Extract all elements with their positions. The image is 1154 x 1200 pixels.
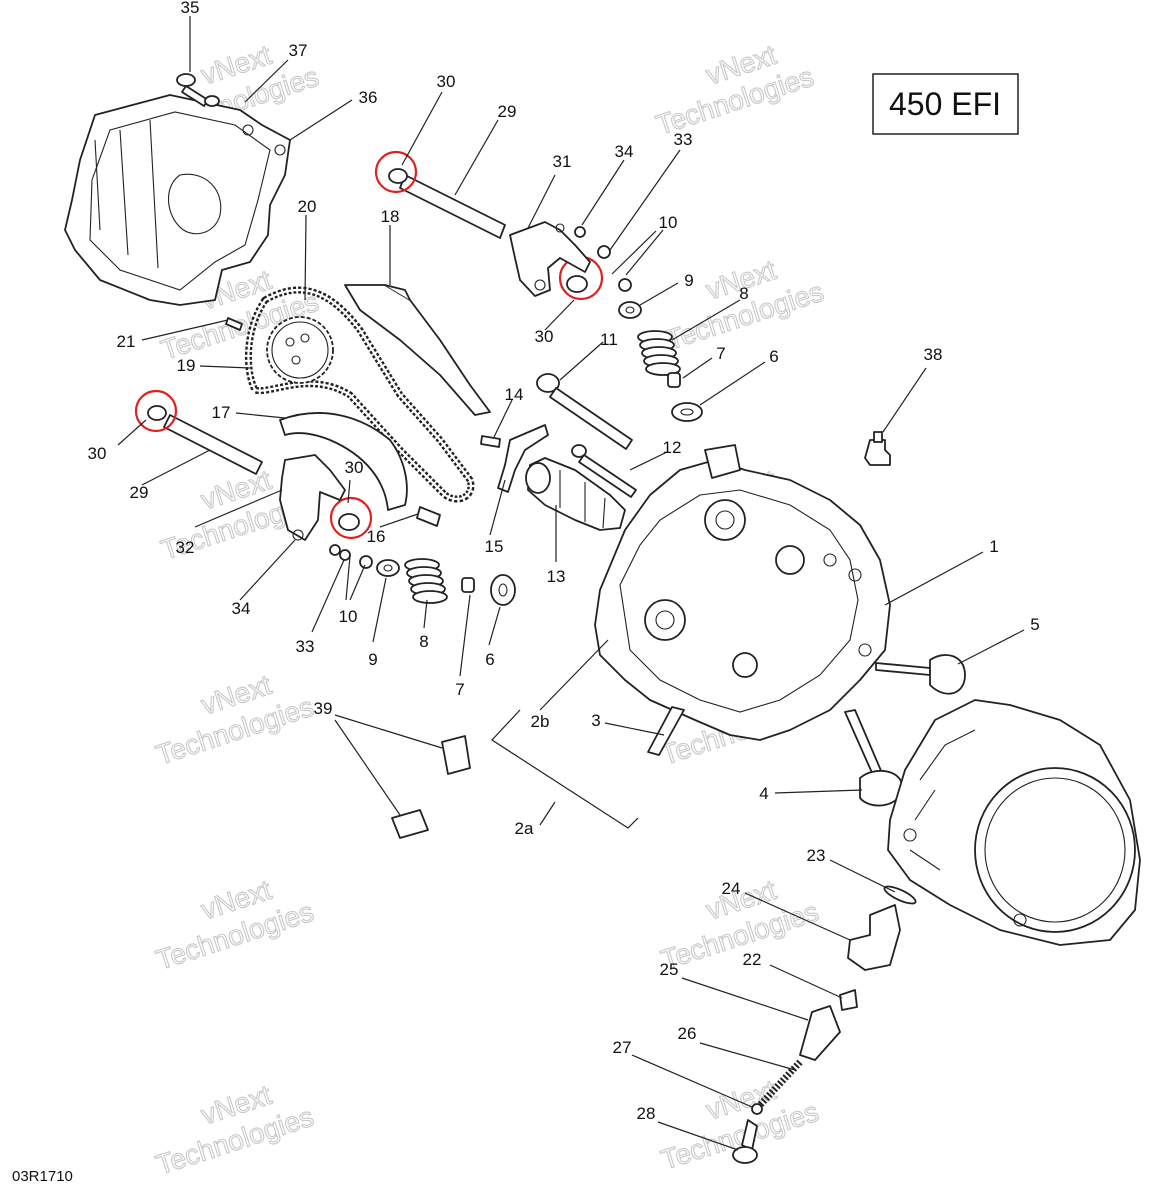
callout: 29 bbox=[498, 102, 517, 121]
plug-22 bbox=[839, 989, 858, 1011]
callout: 35 bbox=[181, 0, 200, 17]
callout: 6 bbox=[769, 347, 778, 366]
plunger-25 bbox=[799, 1005, 841, 1061]
bolt-16 bbox=[416, 506, 441, 527]
washer-30 bbox=[147, 168, 588, 531]
bolt-28 bbox=[732, 1119, 758, 1164]
bolt-11 bbox=[536, 373, 633, 450]
callout: 25 bbox=[660, 960, 679, 979]
callout: 16 bbox=[367, 527, 386, 546]
callout: 15 bbox=[485, 537, 504, 556]
callout: 11 bbox=[600, 330, 618, 349]
callout: 6 bbox=[485, 650, 494, 669]
pin-14 bbox=[480, 435, 501, 448]
callout: 33 bbox=[296, 637, 315, 656]
callout: 10 bbox=[339, 607, 358, 626]
cover-bolt bbox=[176, 73, 220, 107]
callout: 37 bbox=[289, 41, 308, 60]
callout: 3 bbox=[591, 711, 600, 730]
callout: 30 bbox=[535, 327, 554, 346]
callout: 30 bbox=[88, 444, 107, 463]
leader-lines bbox=[117, 16, 1025, 1151]
callout: 20 bbox=[298, 197, 317, 216]
dowel-39 bbox=[391, 735, 471, 839]
valve-intake bbox=[844, 709, 903, 807]
callout: 31 bbox=[553, 152, 572, 171]
callout: 39 bbox=[314, 699, 333, 718]
callout: 30 bbox=[345, 458, 364, 477]
callout-labels: 35 37 36 30 29 31 34 33 10 9 8 7 6 20 18… bbox=[88, 0, 1040, 1123]
callout: 19 bbox=[177, 356, 196, 375]
callout: 22 bbox=[743, 950, 762, 969]
model-title-text: 450 EFI bbox=[889, 86, 1001, 122]
tensioner-body-24 bbox=[847, 904, 901, 971]
callout: 28 bbox=[637, 1104, 656, 1123]
bolt-21 bbox=[225, 317, 243, 331]
callout: 24 bbox=[722, 879, 741, 898]
callout: 21 bbox=[117, 332, 136, 351]
spring-seat bbox=[490, 402, 703, 606]
callout: 38 bbox=[924, 345, 943, 364]
callout: 18 bbox=[381, 207, 400, 226]
timing-chain bbox=[244, 286, 475, 503]
bolt-12 bbox=[571, 444, 637, 498]
callout: 2b bbox=[531, 712, 550, 731]
rocker-arm-lower bbox=[279, 454, 346, 541]
callout: 8 bbox=[739, 284, 748, 303]
callout: 32 bbox=[176, 538, 195, 557]
tensioner-guide bbox=[279, 412, 408, 511]
figure-code: 03R1710 bbox=[12, 1168, 73, 1185]
callout: 23 bbox=[807, 846, 826, 865]
dowel-3 bbox=[647, 706, 685, 756]
callout: 8 bbox=[419, 632, 428, 651]
cylinder-block bbox=[887, 699, 1141, 946]
callout: 17 bbox=[212, 403, 231, 422]
rocker-shaft-lower bbox=[163, 414, 263, 475]
callout: 34 bbox=[615, 142, 634, 161]
callout: 13 bbox=[547, 567, 566, 586]
valve-retainer bbox=[376, 301, 642, 577]
callout: 7 bbox=[455, 680, 464, 699]
callout: 4 bbox=[759, 784, 768, 803]
callout: 27 bbox=[613, 1038, 632, 1057]
callout: 30 bbox=[437, 72, 456, 91]
callout: 5 bbox=[1030, 615, 1039, 634]
callout: 7 bbox=[716, 344, 725, 363]
valve-exhaust bbox=[875, 654, 966, 695]
callout: 34 bbox=[232, 599, 251, 618]
callout: 9 bbox=[368, 650, 377, 669]
gasket-27 bbox=[751, 1103, 763, 1115]
valve-spring-lower bbox=[404, 558, 448, 604]
rocker-shaft-upper bbox=[399, 174, 506, 239]
callout: 29 bbox=[130, 483, 149, 502]
decompressor-plate bbox=[497, 424, 549, 493]
callout: 10 bbox=[659, 213, 678, 232]
callout: 36 bbox=[359, 88, 378, 107]
adjuster-nuts bbox=[329, 226, 632, 569]
callout: 9 bbox=[684, 271, 693, 290]
camshaft bbox=[525, 457, 626, 531]
valve-spring-upper bbox=[637, 330, 681, 376]
valve-seal bbox=[461, 372, 681, 593]
assembly-bracket-2a bbox=[491, 709, 639, 829]
callout: 1 bbox=[989, 537, 998, 556]
cylinder-head bbox=[594, 444, 891, 741]
valve-cover bbox=[64, 94, 291, 306]
callout: 26 bbox=[678, 1024, 697, 1043]
callout: 2a bbox=[515, 819, 534, 838]
rocker-arm-upper bbox=[509, 221, 591, 297]
model-title: 450 EFI bbox=[872, 73, 1019, 135]
spark-plug bbox=[864, 431, 891, 466]
callout: 14 bbox=[505, 385, 524, 404]
callout: 33 bbox=[674, 130, 693, 149]
chain-guide bbox=[344, 284, 491, 416]
callout: 12 bbox=[663, 438, 682, 457]
cam-sprocket bbox=[266, 316, 334, 384]
o-ring-23 bbox=[883, 885, 917, 905]
